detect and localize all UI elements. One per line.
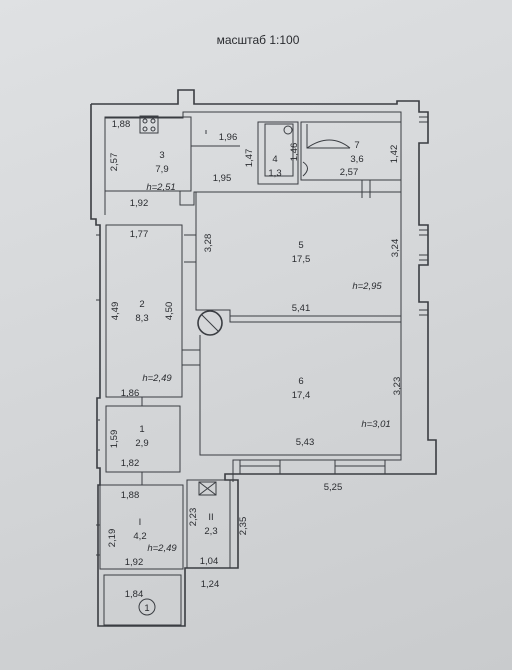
room-2-outline bbox=[105, 224, 183, 398]
room-labels: 3 7,9 h=2,51 4 1,3 7 3,6 5 17,5 h=2,95 2… bbox=[133, 140, 390, 554]
dimension-label-9: 1,77 bbox=[130, 229, 149, 240]
room-2-number: 2 bbox=[139, 299, 144, 310]
dimension-label-7: 2,57 bbox=[340, 167, 359, 178]
room-3-height: h=2,51 bbox=[146, 182, 175, 193]
dimension-label-1: 1,96 bbox=[219, 132, 238, 143]
room-6-height: h=3,01 bbox=[361, 419, 390, 430]
room-4-outline bbox=[257, 121, 299, 185]
room-4-number: 4 bbox=[272, 154, 277, 165]
room-1-outline bbox=[105, 405, 181, 473]
room-II-outline bbox=[186, 479, 231, 569]
room-6-area: 17,4 bbox=[292, 390, 311, 401]
room-5-number: 5 bbox=[298, 240, 303, 251]
room-3-area: 7,9 bbox=[155, 164, 168, 175]
dimension-label-0: 1,88 bbox=[112, 119, 131, 130]
room-7-outline bbox=[300, 121, 402, 181]
dimension-label-19: 1,82 bbox=[121, 458, 140, 469]
dimension-label-13: 4,50 bbox=[164, 302, 175, 321]
room-7-area: 3,6 bbox=[350, 154, 363, 165]
entrance-marker-number: 1 bbox=[144, 603, 149, 614]
room-I-area: 4,2 bbox=[133, 531, 146, 542]
room-I-height: h=2,49 bbox=[147, 543, 177, 554]
room-5-outline bbox=[195, 192, 401, 323]
stair-symbol bbox=[198, 481, 217, 496]
dimension-labels: 1,88 1,96 2,57 1,47 1,46 1,42 1,95 2,57 … bbox=[107, 119, 403, 600]
scale-title: масштаб 1:100 bbox=[217, 33, 300, 47]
stove-symbol bbox=[139, 115, 159, 134]
dimension-label-5: 1,42 bbox=[389, 145, 400, 164]
dimension-label-2: 2,57 bbox=[109, 153, 120, 172]
dimension-label-16: 3,23 bbox=[392, 377, 403, 396]
toilet-symbol bbox=[283, 125, 293, 135]
room-3-number: 3 bbox=[159, 150, 164, 161]
corridor-wall bbox=[179, 191, 401, 206]
room-3-outline bbox=[104, 116, 192, 192]
kitchen-counter bbox=[190, 118, 240, 147]
dimension-label-11: 3,24 bbox=[390, 239, 401, 258]
room-7-number: 7 bbox=[354, 140, 359, 151]
dimension-label-6: 1,95 bbox=[213, 173, 232, 184]
dimension-label-24: 2,19 bbox=[107, 529, 118, 548]
room-1-area: 2,9 bbox=[135, 438, 148, 449]
dimension-label-8: 1,92 bbox=[130, 198, 149, 209]
room-2-area: 8,3 bbox=[135, 313, 148, 324]
dimension-label-21: 1,88 bbox=[121, 490, 140, 501]
dimension-label-17: 1,59 bbox=[109, 430, 120, 449]
room-II-area: 2,3 bbox=[204, 526, 217, 537]
dimension-label-25: 1,92 bbox=[125, 557, 144, 568]
dimension-label-28: 1,84 bbox=[125, 589, 144, 600]
inner-wall-line bbox=[105, 111, 402, 482]
windows bbox=[96, 116, 428, 556]
porch-outline bbox=[103, 574, 182, 626]
dimension-label-27: 1,24 bbox=[201, 579, 220, 590]
dimension-label-12: 4,49 bbox=[110, 302, 121, 321]
room-5-area: 17,5 bbox=[292, 254, 311, 265]
dimension-label-15: 1,86 bbox=[121, 388, 140, 399]
dimension-label-26: 1,04 bbox=[200, 556, 219, 567]
dimension-label-23: 2,35 bbox=[238, 517, 249, 536]
room-1-number: 1 bbox=[139, 424, 144, 435]
room-6-number: 6 bbox=[298, 376, 303, 387]
entrance-marker-circle bbox=[138, 598, 156, 616]
dimension-label-4: 1,46 bbox=[289, 143, 300, 162]
dimension-label-18: 5,43 bbox=[296, 437, 315, 448]
room-5-height: h=2,95 bbox=[352, 281, 382, 292]
room-II-number: II bbox=[208, 512, 213, 523]
dimension-label-10: 3,28 bbox=[203, 234, 214, 253]
round-stove-symbol bbox=[197, 310, 223, 336]
dimension-label-20: 5,25 bbox=[324, 482, 343, 493]
dimension-label-14: 5,41 bbox=[292, 303, 311, 314]
outer-wall bbox=[90, 89, 437, 627]
room-I-number: I bbox=[139, 517, 142, 528]
room-6-outline bbox=[199, 335, 401, 456]
dimension-label-3: 1,47 bbox=[244, 149, 255, 168]
room-2-height: h=2,49 bbox=[142, 373, 172, 384]
room-4-area: 1,3 bbox=[268, 168, 281, 179]
dimension-label-22: 2,23 bbox=[188, 508, 199, 527]
